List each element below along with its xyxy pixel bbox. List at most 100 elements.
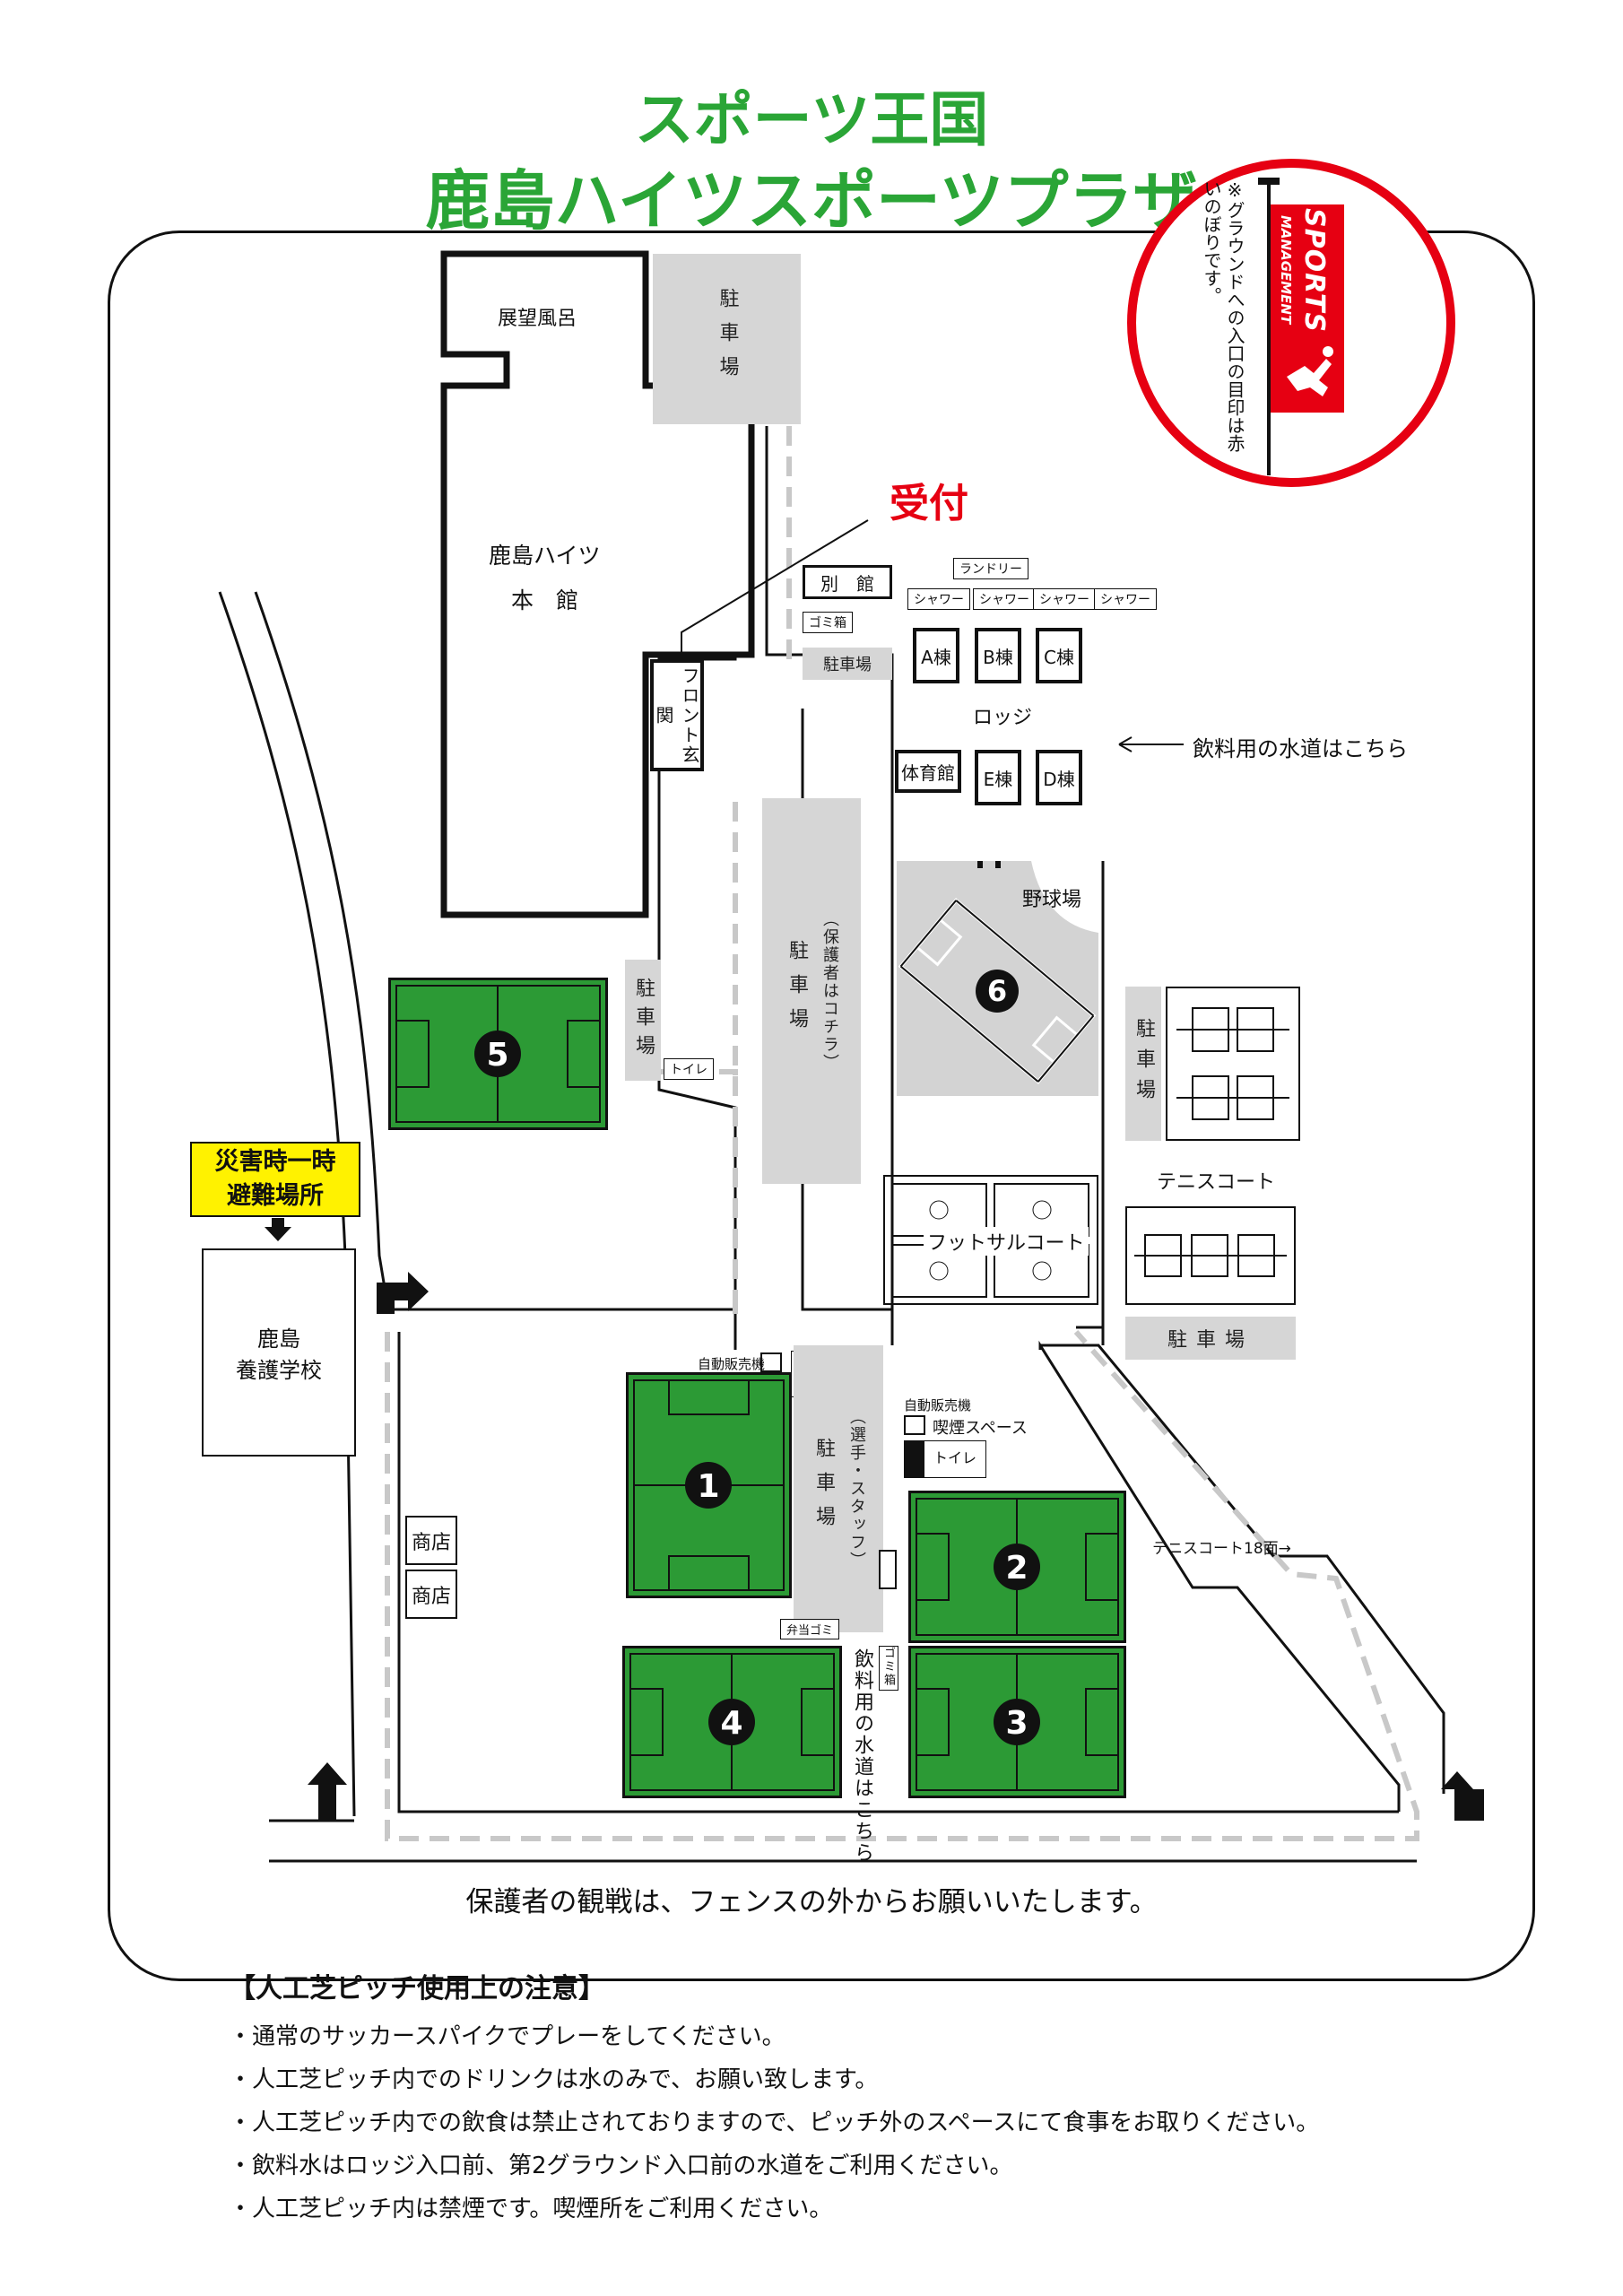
school: 鹿島 養護学校 [202,1248,356,1457]
parking-guardians-note: （保護者はコチラ） [820,910,839,1072]
tennis-courts-a [1166,987,1300,1141]
note-item-3: ・人工芝ピッチ内での飲食は禁止されておりますので、ピッチ外のスペースにて食事をお… [229,2109,1320,2136]
vending-label-1: 自動販売機 [698,1356,766,1372]
lodge-d-label: D棟 [1043,768,1075,790]
school-label: 鹿島 養護学校 [236,1326,322,1383]
baseball-label: 野球場 [1022,889,1082,911]
gym-label: 体育館 [901,761,955,784]
lodge-e-label: E棟 [983,768,1013,790]
title-line2: 鹿島ハイツスポーツプラザ [425,163,1198,239]
banner-flag-text: SPORTS [1298,208,1330,333]
pitch-5: 5 [388,978,608,1130]
shop-1: 商店 [405,1516,457,1565]
pitch-3: 3 [908,1646,1126,1798]
lodge-b: B棟 [975,628,1021,683]
pitch-5-number: 5 [486,1037,508,1074]
futsal-label: フットサルコート [924,1227,1089,1256]
map-frame [108,230,1535,1981]
tennis-label: テニスコート [1157,1171,1276,1194]
parking-tennis-bottom-label: 駐車場 [1167,1329,1254,1352]
smoking-label: 喫煙スペース [933,1419,1028,1438]
hazard-sign: 災害時一時 避難場所 [190,1142,360,1217]
hazard-arrow-icon [265,1218,291,1241]
parking-pitch5: 駐車場 [625,960,661,1081]
trash-2: ゴミ箱 [879,1646,898,1691]
parking-players: 駐車場 （選手・スタッフ） [794,1345,883,1632]
smoking-area [904,1440,924,1478]
vending-machine-1 [760,1352,782,1372]
lodge-label: ロッジ [973,707,1033,729]
parking-small-label: 駐車場 [823,656,872,674]
parking-tennis-label: 駐車場 [1133,1018,1155,1109]
shower-2: シャワー [973,588,1036,610]
parking-guardians: 駐車場 （保護者はコチラ） [762,798,861,1184]
annex-label: 別 館 [820,572,874,595]
annex: 別 館 [803,565,892,599]
trash-box: ゴミ箱 [803,612,853,633]
banner-circle [1127,159,1455,487]
shop-2: 商店 [405,1570,457,1619]
lodge-c: C棟 [1036,628,1082,683]
pitch-4: 4 [622,1646,842,1798]
hazard-line2: 避難場所 [227,1182,324,1210]
water-tap [879,1550,897,1589]
laundry: ランドリー [953,558,1028,579]
tennis18-label: テニスコート18面→ [1152,1540,1291,1558]
observation-bath-label: 展望風呂 [498,308,577,330]
shop-1-label: 商店 [411,1531,451,1554]
pitch-2: 2 [908,1491,1126,1643]
gym: 体育館 [895,750,961,793]
parking-players-note: （選手・スタッフ） [847,1408,866,1570]
trash-2-label: ゴミ箱 [881,1647,895,1687]
vending-label-2: 自動販売機 [904,1397,972,1413]
tennis-courts-b [1125,1206,1296,1305]
shower-3: シャワー [1033,588,1096,610]
pitch-4-number: 4 [720,1705,742,1742]
lodge-a: A棟 [913,628,959,683]
bento-trash: 弁当ゴミ [780,1619,840,1639]
lodge-d: D棟 [1036,750,1082,805]
note-item-4: ・飲料水はロッジ入口前、第2グラウンド入口前の水道をご利用ください。 [229,2152,1013,2179]
futsal-courts [883,1175,1098,1305]
reception-label: 受付 [890,481,968,526]
parking-small: 駐車場 [803,648,892,680]
shower-1: シャワー [907,588,970,610]
parking-top: 駐車場 [653,254,801,424]
parking-players-label: 駐車場 [812,1438,835,1540]
drinking-water-ground: 飲料用の水道はこちら [851,1648,873,1864]
pitch-6-number: 6 [987,974,1007,1008]
banner-note: ※グラウンドへの入口の目印は赤いのぼりです。 [1201,179,1245,452]
note-item-2: ・人工芝ピッチ内でのドリンクは水のみで、お願い致します。 [229,2066,879,2093]
toilet-ground: トイレ [924,1440,987,1478]
lodge-e: E棟 [975,750,1021,805]
banner-flag-sub: MANAGEMENT [1278,215,1294,325]
shop-2-label: 商店 [411,1585,451,1608]
note-item-1: ・通常のサッカースパイクでプレーをしてください。 [229,2023,785,2050]
parking-top-label: 駐車場 [716,288,739,390]
parking-tennis-bottom: 駐車場 [1125,1317,1296,1360]
parking-guardians-label: 駐車場 [785,940,808,1042]
drinking-water-lodge: 飲料用の水道はこちら [1193,736,1408,761]
vending-machine-2 [904,1415,925,1435]
bottom-notice: 保護者の観戦は、フェンスの外からお願いいたします。 [465,1886,1158,1918]
pitch-2-number: 2 [1005,1550,1028,1587]
parking-pitch5-label: 駐車場 [632,977,655,1064]
pitch-1-number: 1 [697,1468,719,1505]
toilet-pitch5: トイレ [664,1058,714,1080]
main-building-label-2: 本 館 [511,587,579,613]
baseball-diamond: 6 [898,861,1098,1084]
lodge-c-label: C棟 [1044,646,1074,668]
notes-heading: 【人工芝ピッチ使用上の注意】 [229,1973,605,2005]
note-item-5: ・人工芝ピッチ内は禁煙です。喫煙所をご利用ください。 [229,2196,833,2222]
front-entrance: フロント玄関 [650,659,704,771]
pitch-3-number: 3 [1005,1705,1028,1742]
lodge-b-label: B棟 [983,646,1013,668]
parking-tennis: 駐車場 [1125,987,1161,1141]
hazard-line1: 災害時一時 [214,1148,336,1176]
main-building-label: 鹿島ハイツ [489,543,601,569]
front-entrance-label: フロント玄関 [653,665,700,765]
shower-4: シャワー [1094,588,1157,610]
title-line1: スポーツ王国 [634,85,989,154]
pitch-1: 1 [626,1372,792,1598]
lodge-a-label: A棟 [921,646,951,668]
